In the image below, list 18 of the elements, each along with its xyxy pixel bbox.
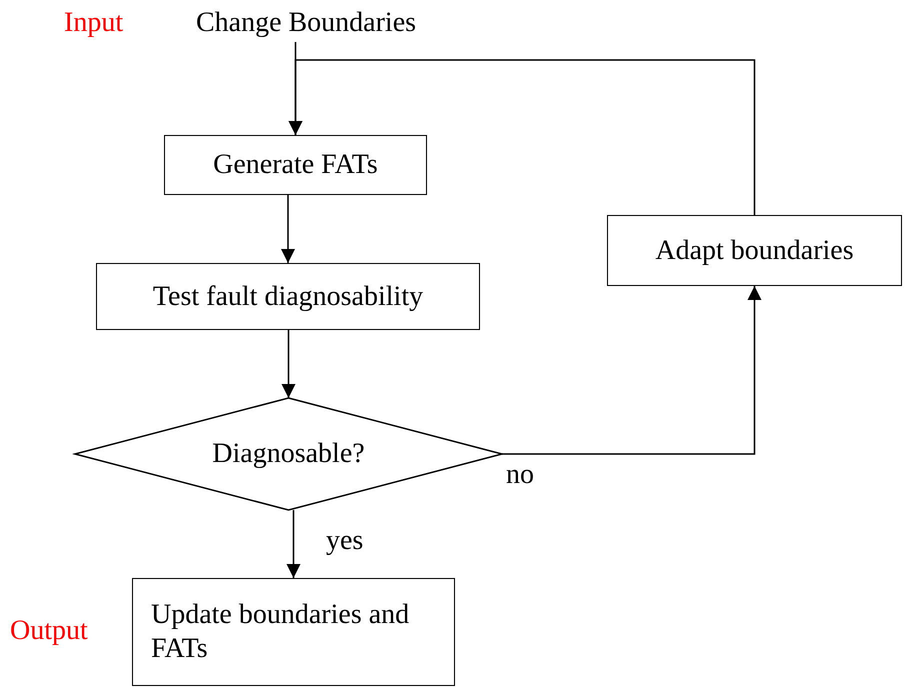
process-box bbox=[132, 578, 455, 686]
box-text: Adapt boundaries bbox=[655, 234, 854, 268]
arrow bbox=[282, 330, 296, 398]
box-text: Generate FATs bbox=[213, 148, 378, 182]
process-box bbox=[96, 263, 480, 330]
box-text: Test fault diagnosability bbox=[152, 280, 424, 314]
io-label: Input bbox=[64, 6, 124, 40]
arrow bbox=[286, 510, 300, 578]
decision-text: Diagnosable? bbox=[212, 437, 365, 471]
process-box bbox=[607, 215, 902, 286]
process-box bbox=[164, 135, 427, 195]
arrow bbox=[288, 59, 756, 215]
io-label: Output bbox=[10, 614, 88, 648]
box-text: Update boundaries and FATs bbox=[151, 598, 410, 666]
arrow bbox=[502, 286, 762, 455]
decision-diamond bbox=[72, 397, 505, 511]
input-text: Change Boundaries bbox=[196, 6, 416, 40]
arrow bbox=[281, 195, 295, 263]
